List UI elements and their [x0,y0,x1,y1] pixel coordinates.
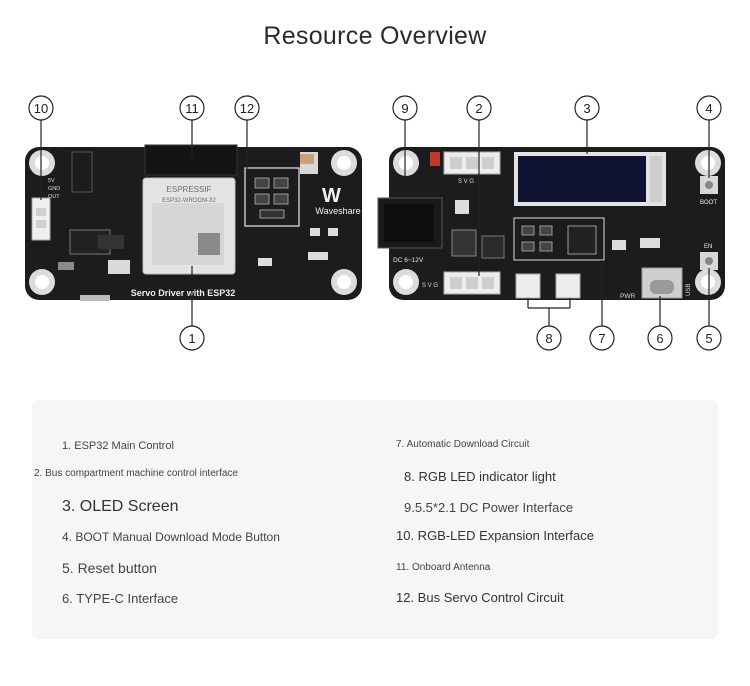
callout-2: 2 [466,95,492,121]
silk-pwr: PWR [620,293,635,300]
callout-3: 3 [574,95,600,121]
silk-en: EN [704,244,712,250]
legend-panel: 1. ESP32 Main Control 2. Bus compartment… [32,400,718,639]
silk-pin-5v: 5V [48,178,55,184]
legend-item-5: 5. Reset button [62,560,157,576]
legend-item-10: 10. RGB-LED Expansion Interface [396,528,594,543]
callout-8: 8 [536,325,562,351]
page-title: Resource Overview [263,22,487,50]
callout-lines [40,120,710,326]
svg-text:4: 4 [705,101,712,116]
callout-1: 1 [179,325,205,351]
silk-pin-gnd: GND [48,186,60,192]
silk-module: ESP32-WROOM-32 [162,198,216,204]
svg-text:11: 11 [185,101,199,116]
svg-text:7: 7 [598,331,605,346]
legend-item-3: 3. OLED Screen [62,498,179,515]
callout-9: 9 [392,95,418,121]
legend-item-12: 12. Bus Servo Control Circuit [396,590,564,605]
silk-brand: Waveshare [315,206,360,216]
silk-boot: BOOT [700,200,717,206]
callout-5: 5 [696,325,722,351]
callout-10: 10 [28,95,54,121]
svg-text:8: 8 [545,331,552,346]
callout-11: 11 [179,95,205,121]
right-board: DC 6~12V S V G S V G PWR [377,147,725,300]
legend-item-4: 4. BOOT Manual Download Mode Button [62,530,280,544]
svg-text:3: 3 [583,101,590,116]
legend-item-8: 8. RGB LED indicator light [404,469,556,484]
callout-6: 6 [647,325,673,351]
svg-text:6: 6 [656,331,663,346]
left-board: ESPRESSIF ESP32-WROOM-32 5V GND OUT W Wa… [25,144,362,301]
callout-4: 4 [696,95,722,121]
silk-pin-out: OUT [48,194,60,200]
svg-text:9: 9 [401,101,408,116]
callout-markers: 10 11 12 1 9 2 3 4 8 7 6 5 [28,95,722,351]
silk-usb: USB [686,284,692,296]
silk-espressif: ESPRESSIF [167,185,212,194]
callout-7: 7 [589,325,615,351]
svg-text:W: W [322,185,341,207]
legend-item-6: 6. TYPE-C Interface [62,591,179,606]
svg-text:12: 12 [240,101,254,116]
legend-item-7: 7. Automatic Download Circuit [396,439,530,450]
silk-svg-top: S V G [458,179,474,185]
silk-svg-bottom: S V G [422,283,438,289]
legend-item-2: 2. Bus compartment machine control inter… [34,468,238,479]
svg-text:5: 5 [705,331,712,346]
board-svg: ESPRESSIF ESP32-WROOM-32 5V GND OUT W Wa… [25,95,725,351]
svg-text:2: 2 [475,101,482,116]
silk-dc: DC 6~12V [393,257,424,264]
callout-12: 12 [234,95,260,121]
board-illustration: ESPRESSIF ESP32-WROOM-32 5V GND OUT W Wa… [0,90,750,360]
silk-product: Servo Driver with ESP32 [131,288,236,298]
svg-text:10: 10 [34,101,48,116]
svg-text:1: 1 [188,331,195,346]
legend-item-1: 1. ESP32 Main Control [62,440,174,452]
legend-item-11: 11. Onboard Antenna [396,562,491,573]
legend-item-9: 9.5.5*2.1 DC Power Interface [404,500,574,515]
